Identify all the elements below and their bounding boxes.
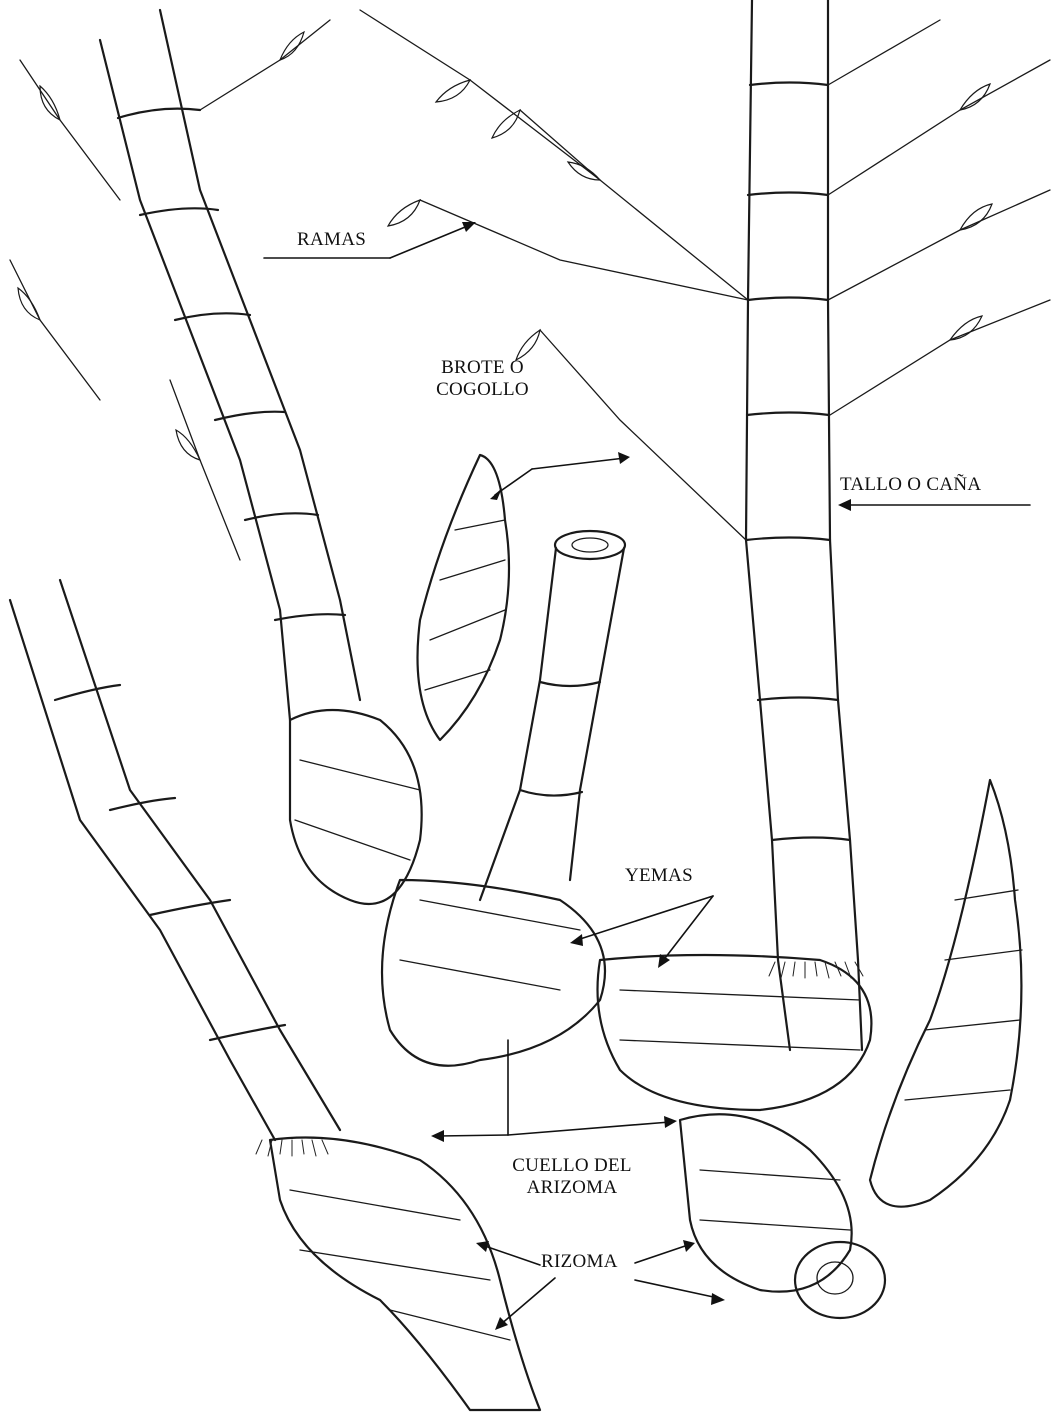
label-yemas: YEMAS bbox=[625, 865, 693, 887]
label-ramas: RAMAS bbox=[297, 229, 366, 251]
leader-lines bbox=[264, 222, 1030, 1330]
cuello-arrow-left bbox=[438, 1135, 508, 1136]
ramas-arrow bbox=[390, 225, 470, 258]
label-brote-line1: BROTE O bbox=[425, 357, 540, 379]
left-culm bbox=[100, 10, 360, 720]
shoot-right bbox=[870, 780, 1022, 1207]
label-cuello-line1: CUELLO DEL bbox=[497, 1155, 647, 1177]
label-brote-line2: COGOLLO bbox=[425, 379, 540, 401]
main-culm bbox=[746, 0, 862, 1050]
far-left-culm bbox=[10, 580, 340, 1140]
label-brote: BROTE O COGOLLO bbox=[425, 357, 540, 401]
label-rizoma: RIZOMA bbox=[541, 1251, 618, 1273]
rizoma-arrow-left-lower bbox=[500, 1278, 555, 1325]
brote-arrow-right bbox=[532, 458, 625, 469]
middle-culm bbox=[480, 531, 625, 900]
yemas-arrow-left bbox=[577, 896, 713, 940]
label-cuello: CUELLO DEL ARIZOMA bbox=[497, 1155, 647, 1199]
rizoma-arrow-right-lower bbox=[635, 1280, 718, 1298]
rizoma-arrow-right-upper bbox=[635, 1245, 688, 1263]
label-cuello-line2: ARIZOMA bbox=[497, 1177, 647, 1199]
cuello-arrow-right bbox=[508, 1122, 670, 1135]
label-tallo: TALLO O CAÑA bbox=[840, 474, 981, 496]
yemas-arrow-right bbox=[662, 896, 713, 962]
rizoma-arrow-left-upper bbox=[482, 1245, 540, 1265]
